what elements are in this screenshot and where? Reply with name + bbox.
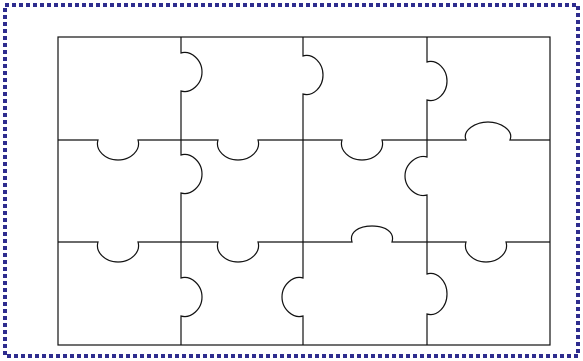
- horizontal-cut-line-1: [58, 122, 550, 160]
- vertical-cut-line-2: [282, 37, 323, 345]
- horizontal-cut-line-2: [58, 226, 550, 262]
- puzzle-outline: [58, 37, 550, 345]
- vertical-cut-line-1: [181, 37, 202, 345]
- dotted-border-frame: [5, 5, 578, 356]
- vertical-cut-line-3: [405, 37, 447, 345]
